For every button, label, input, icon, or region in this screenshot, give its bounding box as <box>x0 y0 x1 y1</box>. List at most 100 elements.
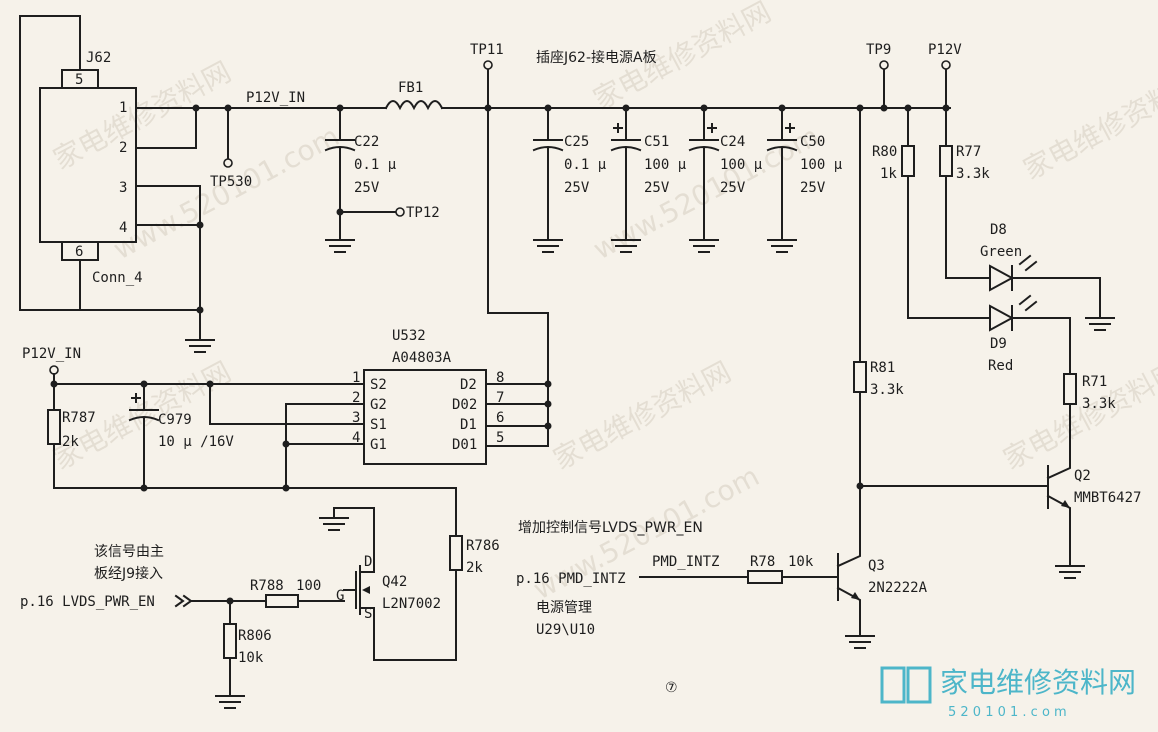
resistor-r786 <box>449 535 463 571</box>
testpoint <box>395 207 405 217</box>
cap-voltage: 25V <box>800 180 826 196</box>
logo-url: 5 2 0 1 0 1 . c o m <box>948 705 1067 720</box>
signal-input: p.16 LVDS_PWR_EN <box>20 594 155 610</box>
cap-ref: C25 <box>564 134 589 150</box>
wire <box>1011 317 1071 375</box>
resistor-r788 <box>265 594 299 608</box>
mosfet-arrow-icon <box>362 586 370 594</box>
header-note: 插座J62-接电源A板 <box>536 49 657 66</box>
cap-voltage: 25V <box>644 180 670 196</box>
net-label: P12V_IN <box>22 346 81 362</box>
mosfet-pin: D <box>364 554 372 570</box>
ground-symbol <box>319 507 375 531</box>
ground-symbol <box>325 239 355 253</box>
res-value: 3.3k <box>870 382 904 398</box>
cap-value: 100 µ <box>644 157 687 173</box>
led-ref: D8 <box>990 222 1007 238</box>
ground-symbol <box>611 239 641 253</box>
ic-pin-name: D1 <box>460 417 477 433</box>
junction <box>192 104 200 112</box>
pin-number: 6 <box>75 244 83 260</box>
watermark-text: 家电维修资料网 <box>1018 65 1158 186</box>
res-ref: R81 <box>870 360 895 376</box>
capacitor-c24 <box>688 107 720 241</box>
testpoint <box>223 158 233 168</box>
ground-symbol <box>1055 565 1085 579</box>
ic-pin-name: G2 <box>370 397 387 413</box>
mosfet-pin: G <box>336 588 344 604</box>
watermark-text: www.520101.com <box>588 119 825 266</box>
led-emission-icon <box>1018 294 1038 312</box>
res-value: 10k <box>238 650 264 666</box>
ic-pin-number: 2 <box>352 390 360 406</box>
led-color: Red <box>988 358 1013 374</box>
watermark-text: 家电维修资料网 <box>998 355 1158 476</box>
testpoint <box>49 365 59 375</box>
junction <box>196 221 204 229</box>
resistor-r71 <box>1063 373 1077 405</box>
junction <box>544 400 552 408</box>
ic-pin-name: D01 <box>452 437 477 453</box>
note-text: 该信号由主 <box>94 544 164 560</box>
cap-value: 0.1 µ <box>354 157 397 173</box>
testpoint <box>483 60 493 70</box>
res-ref: R806 <box>238 628 272 644</box>
wire <box>285 403 365 489</box>
testpoint <box>879 60 889 70</box>
ground-symbol <box>767 239 797 253</box>
ic-u532 <box>363 369 487 465</box>
resistor-r77 <box>939 145 953 177</box>
transistor-ref: Q2 <box>1074 468 1091 484</box>
ic-pin-number: 1 <box>352 370 360 386</box>
transistor-part: MMBT6427 <box>1074 490 1141 506</box>
ferrite-bead <box>384 100 444 111</box>
net-label: P12V_IN <box>246 90 305 106</box>
junction <box>544 422 552 430</box>
pin-number: 1 <box>119 100 127 116</box>
connector-ref: J62 <box>86 50 111 66</box>
junction <box>196 306 204 314</box>
ic-pin-number: 6 <box>496 410 504 426</box>
cap-ref: C979 <box>158 412 192 428</box>
res-ref: R71 <box>1082 374 1107 390</box>
res-value: 2k <box>466 560 483 576</box>
watermark-text: 家电维修资料网 <box>548 355 737 476</box>
cap-voltage: 25V <box>564 180 590 196</box>
note-text: 增加控制信号LVDS_PWR_EN <box>518 520 703 536</box>
testpoint-label: TP11 <box>470 42 504 58</box>
res-value: 10k <box>788 554 814 570</box>
resistor-r78 <box>747 570 783 584</box>
wire <box>135 185 201 341</box>
logo-text: 家电维修资料网 <box>940 666 1136 699</box>
pin-number: 3 <box>119 180 127 196</box>
led-d9 <box>989 304 1015 332</box>
cap-value: 10 µ /16V <box>158 434 234 450</box>
transistor-part: L2N7002 <box>382 596 441 612</box>
wire <box>135 107 197 149</box>
res-value: 1k <box>880 166 897 182</box>
testpoint-label: TP530 <box>210 174 252 190</box>
transistor-arrow-icon <box>1061 500 1070 508</box>
res-ref: R786 <box>466 538 500 554</box>
res-value: 3.3k <box>956 166 990 182</box>
led-emission-icon <box>1018 254 1038 272</box>
res-ref: R77 <box>956 144 981 160</box>
page-marker: ⑦ <box>665 680 678 696</box>
signal-input: p.16 PMD_INTZ <box>516 571 626 587</box>
cap-ref: C50 <box>800 134 825 150</box>
transistor-ref: Q3 <box>868 558 885 574</box>
testpoint <box>941 60 951 70</box>
cap-voltage: 25V <box>354 180 380 196</box>
pin-number: 4 <box>119 220 127 236</box>
ground-symbol <box>185 339 215 353</box>
led-d8 <box>989 264 1015 292</box>
wire <box>373 569 457 661</box>
connector-j62: J62 5 6 1 2 3 4 Conn_4 <box>19 15 341 353</box>
ic-pin-name: S1 <box>370 417 387 433</box>
wire <box>1046 403 1071 480</box>
capacitor-c979 <box>128 383 160 489</box>
ic-pin-name: G1 <box>370 437 387 453</box>
wire <box>485 381 549 447</box>
capacitor-c22 <box>324 107 356 241</box>
res-value: 100 <box>296 578 321 594</box>
